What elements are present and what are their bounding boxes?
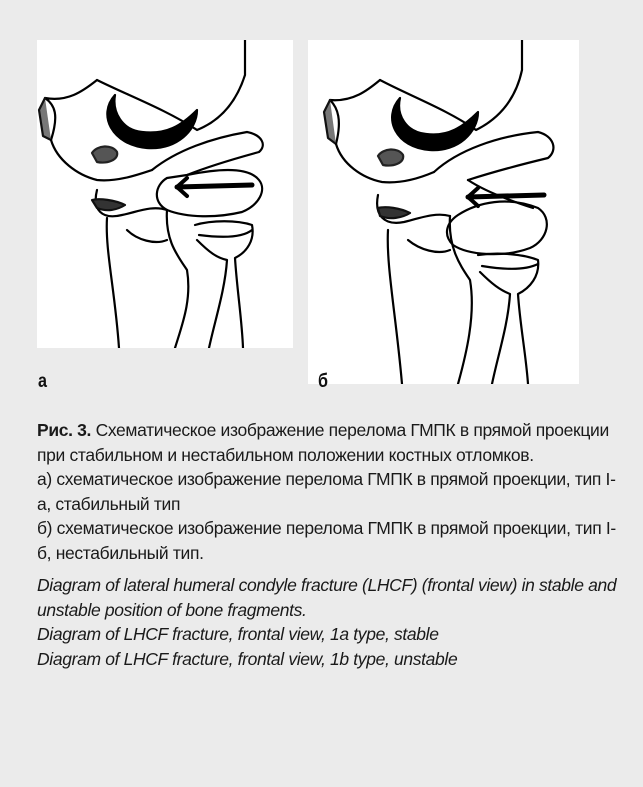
elbow-fracture-diagram-b xyxy=(308,40,579,384)
caption-title: Рис. 3. xyxy=(37,420,91,440)
figure-caption: Рис. 3. Схематическое изображение перело… xyxy=(37,418,617,671)
caption-ru-item-b: б) схематическое изображение перелома ГМ… xyxy=(37,516,617,565)
panel-label-b: б xyxy=(318,371,328,393)
caption-ru-text: Схематическое изображение перелома ГМПК … xyxy=(37,420,609,465)
caption-ru-item-a: а) схематическое изображение перелома ГМ… xyxy=(37,467,617,516)
panel-label-a: а xyxy=(38,371,47,393)
caption-ru-main: Рис. 3. Схематическое изображение перело… xyxy=(37,418,617,467)
elbow-fracture-diagram-a xyxy=(37,40,293,348)
panel-a-diagram xyxy=(37,40,293,348)
caption-en-line2: Diagram of LHCF fracture, frontal view, … xyxy=(37,622,617,647)
caption-en-line3: Diagram of LHCF fracture, frontal view, … xyxy=(37,647,617,672)
panel-b-diagram xyxy=(308,40,579,384)
caption-en-line1: Diagram of lateral humeral condyle fract… xyxy=(37,573,617,622)
